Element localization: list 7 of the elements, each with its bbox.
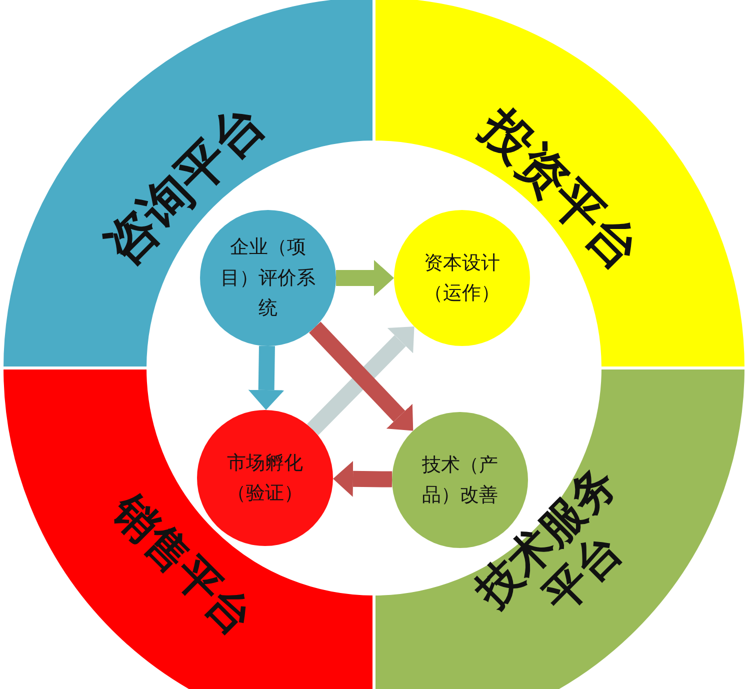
arrow	[336, 260, 394, 296]
node-label: 资本设计（运作）	[423, 250, 501, 306]
node-label: 市场孵化（验证）	[226, 450, 304, 506]
arrow	[248, 346, 284, 410]
arrow	[333, 460, 392, 497]
node-label: 企业（项目）评价系统	[220, 235, 316, 322]
node-label: 技术（产品）改善	[421, 452, 499, 508]
